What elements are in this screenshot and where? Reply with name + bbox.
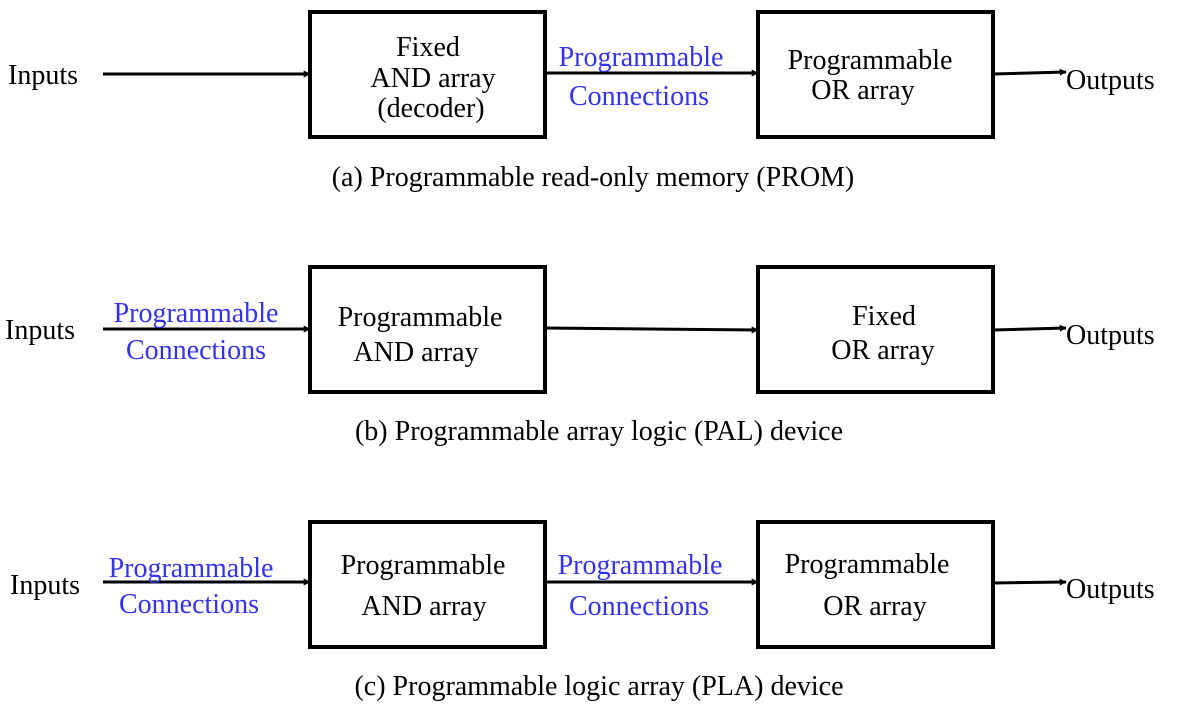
pla-in-conn-line1: Programmable (109, 553, 274, 584)
pla-output-arrow (992, 578, 1067, 586)
pal-mid-arrow (544, 326, 759, 334)
pal-outputs-label: Outputs (1066, 320, 1155, 351)
prom-and-line3: (decoder) (377, 93, 484, 124)
prom-mid-conn-line1: Programmable (559, 42, 724, 73)
pla-and-line2: AND array (361, 591, 486, 622)
prom-and-line1: Fixed (396, 32, 460, 63)
pla-and-line1: Programmable (341, 550, 506, 581)
prom-or-array-box (756, 10, 995, 139)
prom-caption: (a) Programmable read-only memory (PROM) (332, 162, 855, 193)
prom-and-line2: AND array (370, 63, 495, 94)
pla-mid-conn-line1: Programmable (558, 550, 723, 581)
pal-and-line2: AND array (353, 337, 478, 368)
pal-inputs-label: Inputs (5, 315, 75, 346)
pal-in-conn-line2: Connections (126, 335, 266, 366)
prom-output-arrow (992, 68, 1067, 76)
prom-or-line1: Programmable (788, 45, 953, 76)
pal-in-conn-line1: Programmable (114, 298, 279, 329)
prom-outputs-label: Outputs (1066, 65, 1155, 96)
pla-or-line1: Programmable (785, 549, 950, 580)
pal-caption: (b) Programmable array logic (PAL) devic… (355, 416, 843, 447)
pla-or-line2: OR array (823, 591, 926, 622)
pal-or-line2: OR array (831, 335, 934, 366)
pla-caption: (c) Programmable logic array (PLA) devic… (354, 671, 843, 702)
prom-section: Inputs Fixed AND array (decoder) Program… (8, 10, 1155, 193)
prom-mid-conn-line2: Connections (569, 81, 709, 112)
prom-inputs-label: Inputs (8, 60, 78, 91)
pal-or-line1: Fixed (852, 301, 916, 332)
pal-and-line1: Programmable (338, 302, 503, 333)
pal-output-arrow (992, 324, 1067, 332)
pal-section: Inputs Programmable Connections Programm… (5, 265, 1155, 447)
pla-mid-conn-line2: Connections (569, 591, 709, 622)
pal-and-array-box (308, 265, 547, 394)
prom-or-line2: OR array (811, 75, 914, 106)
pla-in-conn-line2: Connections (119, 589, 259, 620)
pla-outputs-label: Outputs (1066, 574, 1155, 605)
pla-inputs-label: Inputs (10, 570, 80, 601)
pla-or-array-box (756, 520, 995, 649)
pla-section: Inputs Programmable Connections Programm… (10, 520, 1155, 702)
pal-or-array-box (756, 265, 995, 394)
pla-and-array-box (308, 520, 547, 649)
